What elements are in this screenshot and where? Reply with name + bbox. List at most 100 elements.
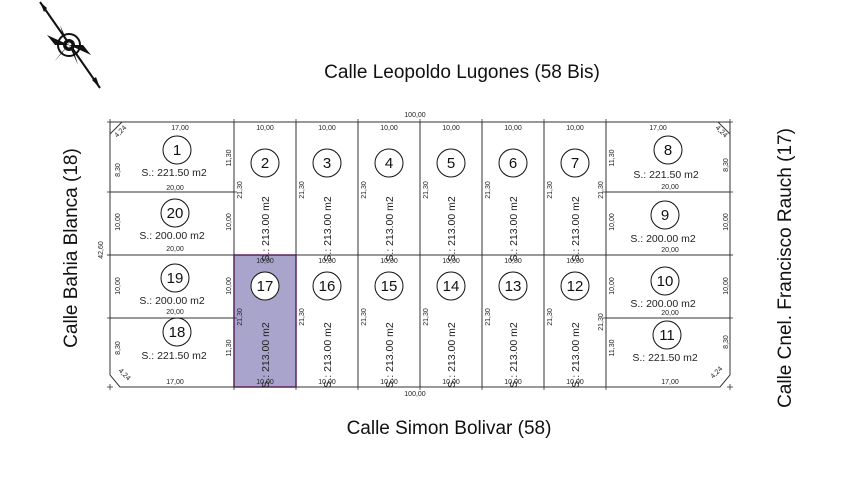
lot-dim-side: 21,30 [547,308,554,326]
lot-dim-side-right: 10,00 [226,213,233,231]
lot-dim-bottom: 17,00 [661,379,679,386]
dim-total-top: 100,00 [404,112,426,119]
compass-icon [39,1,101,89]
lot-area: S.: 200.00 m2 [630,298,696,310]
lot-number: 12 [567,278,584,295]
dim-chamfer-sw: 4,24 [117,368,132,383]
lot-dim-top: 10,00 [504,125,522,132]
lot-9[interactable]: 9 S.: 200.00 m2 10,00 10,00 20,00 [609,200,730,254]
lot-dim-top: 10,00 [318,125,336,132]
lot-dim-side-extra: 21,30 [598,181,605,199]
lot-8[interactable]: 8 S.: 221.50 m2 17,00 8,30 11,30 20,00 [609,125,730,191]
lot-dim-side: 8,30 [115,341,122,355]
dim-total-bottom: 100,00 [404,391,426,398]
lot-dim-top: 10,00 [380,258,398,265]
lot-number-marker [162,317,192,347]
lot-dim-side: 10,00 [723,277,730,295]
lot-dim-side: 10,00 [115,277,122,295]
lot-number-marker [653,135,683,165]
lot-19[interactable]: 19 S.: 200.00 m2 20,00 10,00 10,00 [115,263,233,316]
lot-number: 18 [169,324,186,341]
lot-number-marker [250,271,280,301]
lot-number-marker [650,266,680,296]
lot-dim-side: 8,30 [723,158,730,172]
lot-number: 19 [167,270,184,287]
lot-number: 9 [661,207,669,224]
lot-18[interactable]: 18 S.: 221.50 m2 17,00 8,30 [115,317,207,386]
lot-dim-bottom: 20,00 [166,246,184,253]
dim-total-left: 42,60 [98,241,105,259]
lot-number-marker [160,263,190,293]
lot-dim-side: 10,00 [723,213,730,231]
lot-number: 13 [505,278,522,295]
lot-dim-side: 10,00 [115,213,122,231]
lot-number: 6 [509,155,517,172]
lot-dim-bottom: 10,00 [566,379,584,386]
lot-number-marker [560,271,590,301]
lot-area: S.: 213.00 m2 [446,322,458,388]
lot-dim-top: 10,00 [442,258,460,265]
lot-dim-bottom: 20,00 [661,247,679,254]
lot-area: S.: 213.00 m2 [322,322,334,388]
lot-number-marker [498,271,528,301]
lot-area: S.: 213.00 m2 [570,322,582,388]
lot-number: 5 [447,155,455,172]
street-north-label: Calle Leopoldo Lugones (58 Bis) [324,62,600,83]
lot-11[interactable]: 11 S.: 221.50 m2 8,30 11,30 17,00 [609,320,730,386]
lot-dim-side-extra: 21,30 [598,313,605,331]
lot-dim-side-left: 11,30 [609,339,616,356]
lot-dim-bottom: 20,00 [661,310,679,317]
lot-number: 10 [657,273,674,290]
lot-dim-bottom: 20,00 [166,309,184,316]
lot-dim-top: 10,00 [566,125,584,132]
lot-number-marker [650,200,680,230]
street-west-label: Calle Bahia Blanca (18) [61,148,82,348]
lot-number: 1 [173,142,181,159]
lot-dim-side: 21,30 [299,181,306,199]
lot-dim-top: 10,00 [256,258,274,265]
lot-number: 15 [381,278,398,295]
lot-dim-side: 21,30 [361,181,368,199]
lot-10[interactable]: 10 S.: 200.00 m2 10,00 10,00 20,00 [609,266,730,317]
lot-number-marker [498,148,528,178]
lot-area: S.: 213.00 m2 [446,196,458,262]
lot-number: 14 [443,278,460,295]
lot-number-marker [560,148,590,178]
lot-dim-top: 10,00 [442,125,460,132]
lot-area: S.: 213.00 m2 [384,196,396,262]
lot-dim-bottom: 17,00 [166,379,184,386]
lot-number-marker [162,135,192,165]
lot-dim-side-extra: 11,30 [226,339,233,356]
lot-number: 7 [571,155,579,172]
lot-dim-bottom: 20,00 [661,184,679,191]
lot-number: 20 [167,205,184,222]
lot-1[interactable]: 1 S.: 221.50 m2 17,00 8,30 20,00 [115,125,207,192]
lot-dim-side-left: 10,00 [609,277,616,295]
lot-dim-top: 10,00 [504,258,522,265]
lot-dim-side: 21,30 [361,308,368,326]
lot-dim-bottom: 10,00 [380,379,398,386]
lot-dim-side-extra: 11,30 [226,149,233,166]
lot-dim-bottom: 10,00 [504,379,522,386]
lot-number: 2 [261,155,269,172]
lot-area: S.: 213.00 m2 [260,322,272,388]
vertex-markers [107,119,733,390]
lot-dim-side: 21,30 [423,308,430,326]
street-south-label: Calle Simon Bolivar (58) [347,418,552,439]
lot-20[interactable]: 20 S.: 200.00 m2 20,00 10,00 10,00 [115,198,233,253]
lot-dim-side: 21,30 [423,181,430,199]
lot-dim-top: 10,00 [566,258,584,265]
lot-area: S.: 213.00 m2 [322,196,334,262]
